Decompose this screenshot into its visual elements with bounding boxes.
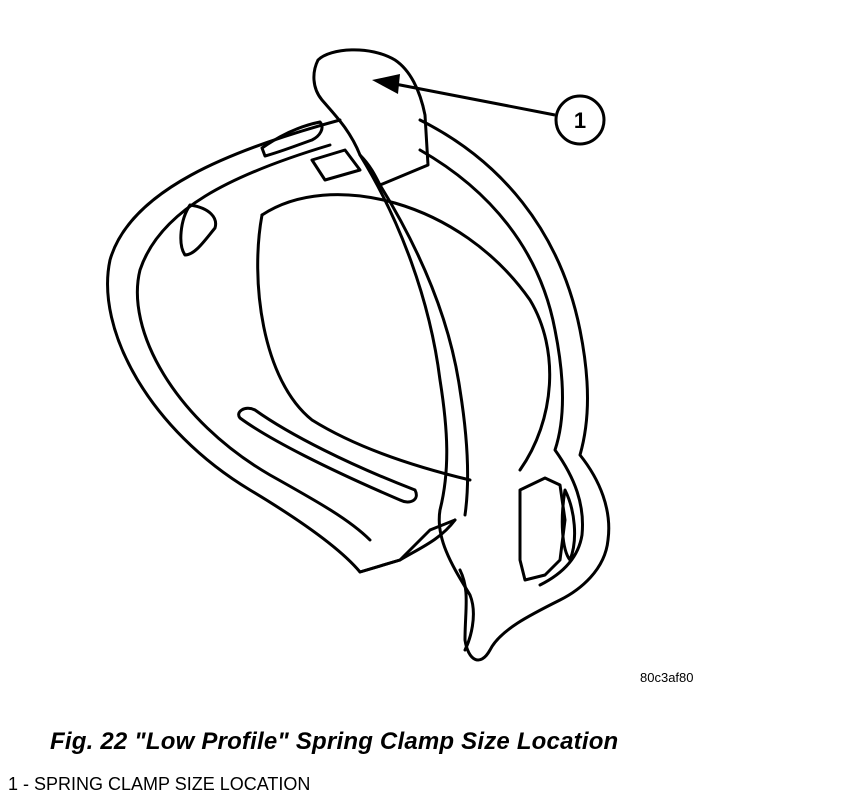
clamp-slot-lower — [237, 406, 418, 504]
callout-number: 1 — [574, 108, 586, 133]
clamp-slot-upper — [260, 120, 324, 158]
hose-inner-arc — [260, 193, 552, 472]
callout-leader-line — [394, 82, 556, 117]
spring-clamp-illustration: 1 — [106, 48, 611, 662]
image-code: 80c3af80 — [640, 670, 694, 685]
callout-circle — [554, 94, 606, 146]
legend-item: 1 - SPRING CLAMP SIZE LOCATION — [8, 774, 311, 794]
clamp-vertical-tab — [312, 48, 430, 187]
callout-arrowhead — [372, 74, 400, 94]
figure-caption: Fig. 22 "Low Profile" Spring Clamp Size … — [50, 728, 619, 755]
clamp-slot-left — [179, 203, 218, 257]
clamp-tab-leg-right — [378, 183, 470, 517]
clamp-right-band-inner — [418, 148, 585, 587]
hose-inner-surface — [256, 213, 472, 482]
clamp-tab-loop — [518, 476, 567, 582]
clamp-tab-leg-left — [358, 153, 475, 652]
clamp-right-band — [418, 118, 611, 662]
clamp-tab-slot — [560, 488, 576, 562]
clamp-band-strip — [310, 148, 362, 182]
clamp-inner-edge — [135, 143, 372, 542]
clamp-outer-edge — [106, 118, 457, 574]
clamp-band-bottom — [358, 518, 457, 574]
